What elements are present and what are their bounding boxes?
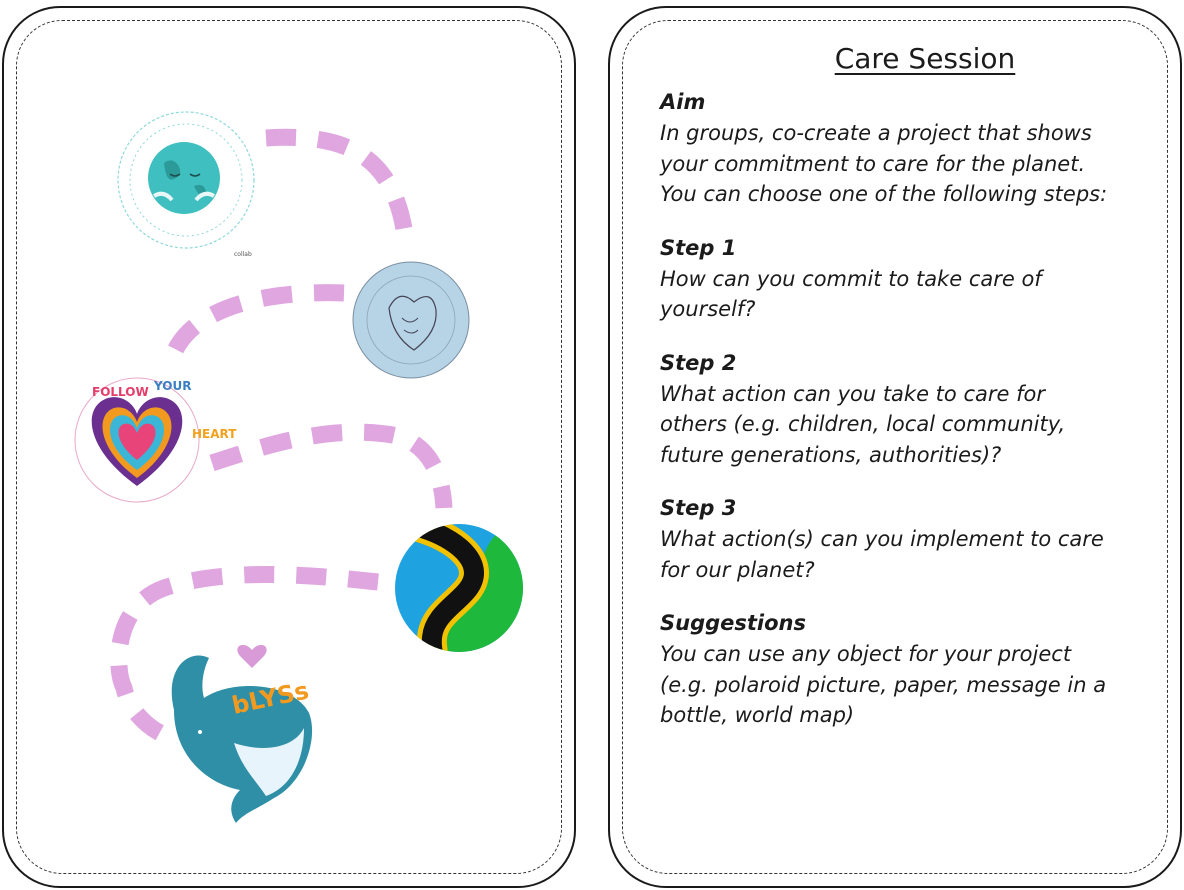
- blyss-whale-logo: bLYSs: [171, 644, 313, 823]
- section-body: How can you commit to take care of yours…: [660, 266, 1042, 322]
- collaborative-governance-logo: collab: [117, 111, 255, 258]
- section-step-1: Step 1 How can you commit to take care o…: [660, 233, 1170, 325]
- section-step-2: Step 2 What action can you take to care …: [660, 348, 1170, 471]
- svg-text:YOUR: YOUR: [153, 379, 191, 393]
- card-content: Care Session Aim In groups, co-create a …: [660, 32, 1170, 754]
- section-heading: Suggestions: [660, 611, 806, 635]
- card-dashed-border: [16, 20, 562, 874]
- section-heading: Step 1: [660, 235, 737, 260]
- svg-text:collab: collab: [234, 251, 252, 258]
- section-step-3: Step 3 What action(s) can you implement …: [660, 493, 1170, 585]
- section-suggestions: Suggestions You can use any object for y…: [660, 608, 1170, 731]
- section-heading: Step 2: [660, 350, 737, 375]
- section-aim: Aim In groups, co-create a project that …: [660, 87, 1170, 210]
- svg-text:HEART: HEART: [192, 427, 237, 441]
- svg-text:FOLLOW: FOLLOW: [92, 385, 149, 399]
- follow-your-heart-logo: FOLLOW YOUR HEART: [74, 377, 237, 503]
- care-session-card: Care Session Aim In groups, co-create a …: [608, 6, 1182, 888]
- flag-emblem-logo: [395, 524, 523, 652]
- section-body: You can use any object for your project …: [660, 642, 1107, 727]
- section-heading: Aim: [660, 90, 706, 114]
- card-dashed-border: [622, 20, 1168, 874]
- section-body: What action(s) can you implement to care…: [660, 527, 1104, 582]
- section-body: What action can you take to care for oth…: [660, 381, 1066, 467]
- illustration-card: collab FOLLOW YOUR HEART: [2, 6, 576, 888]
- path-illustration: collab FOLLOW YOUR HEART: [74, 111, 523, 823]
- ocean-incubator-network-logo: [352, 261, 470, 379]
- section-body: In groups, co-create a project that show…: [660, 121, 1108, 206]
- section-heading: Step 3: [660, 496, 737, 520]
- page-title: Care Session: [834, 42, 1016, 75]
- dashed-path: [110, 128, 453, 747]
